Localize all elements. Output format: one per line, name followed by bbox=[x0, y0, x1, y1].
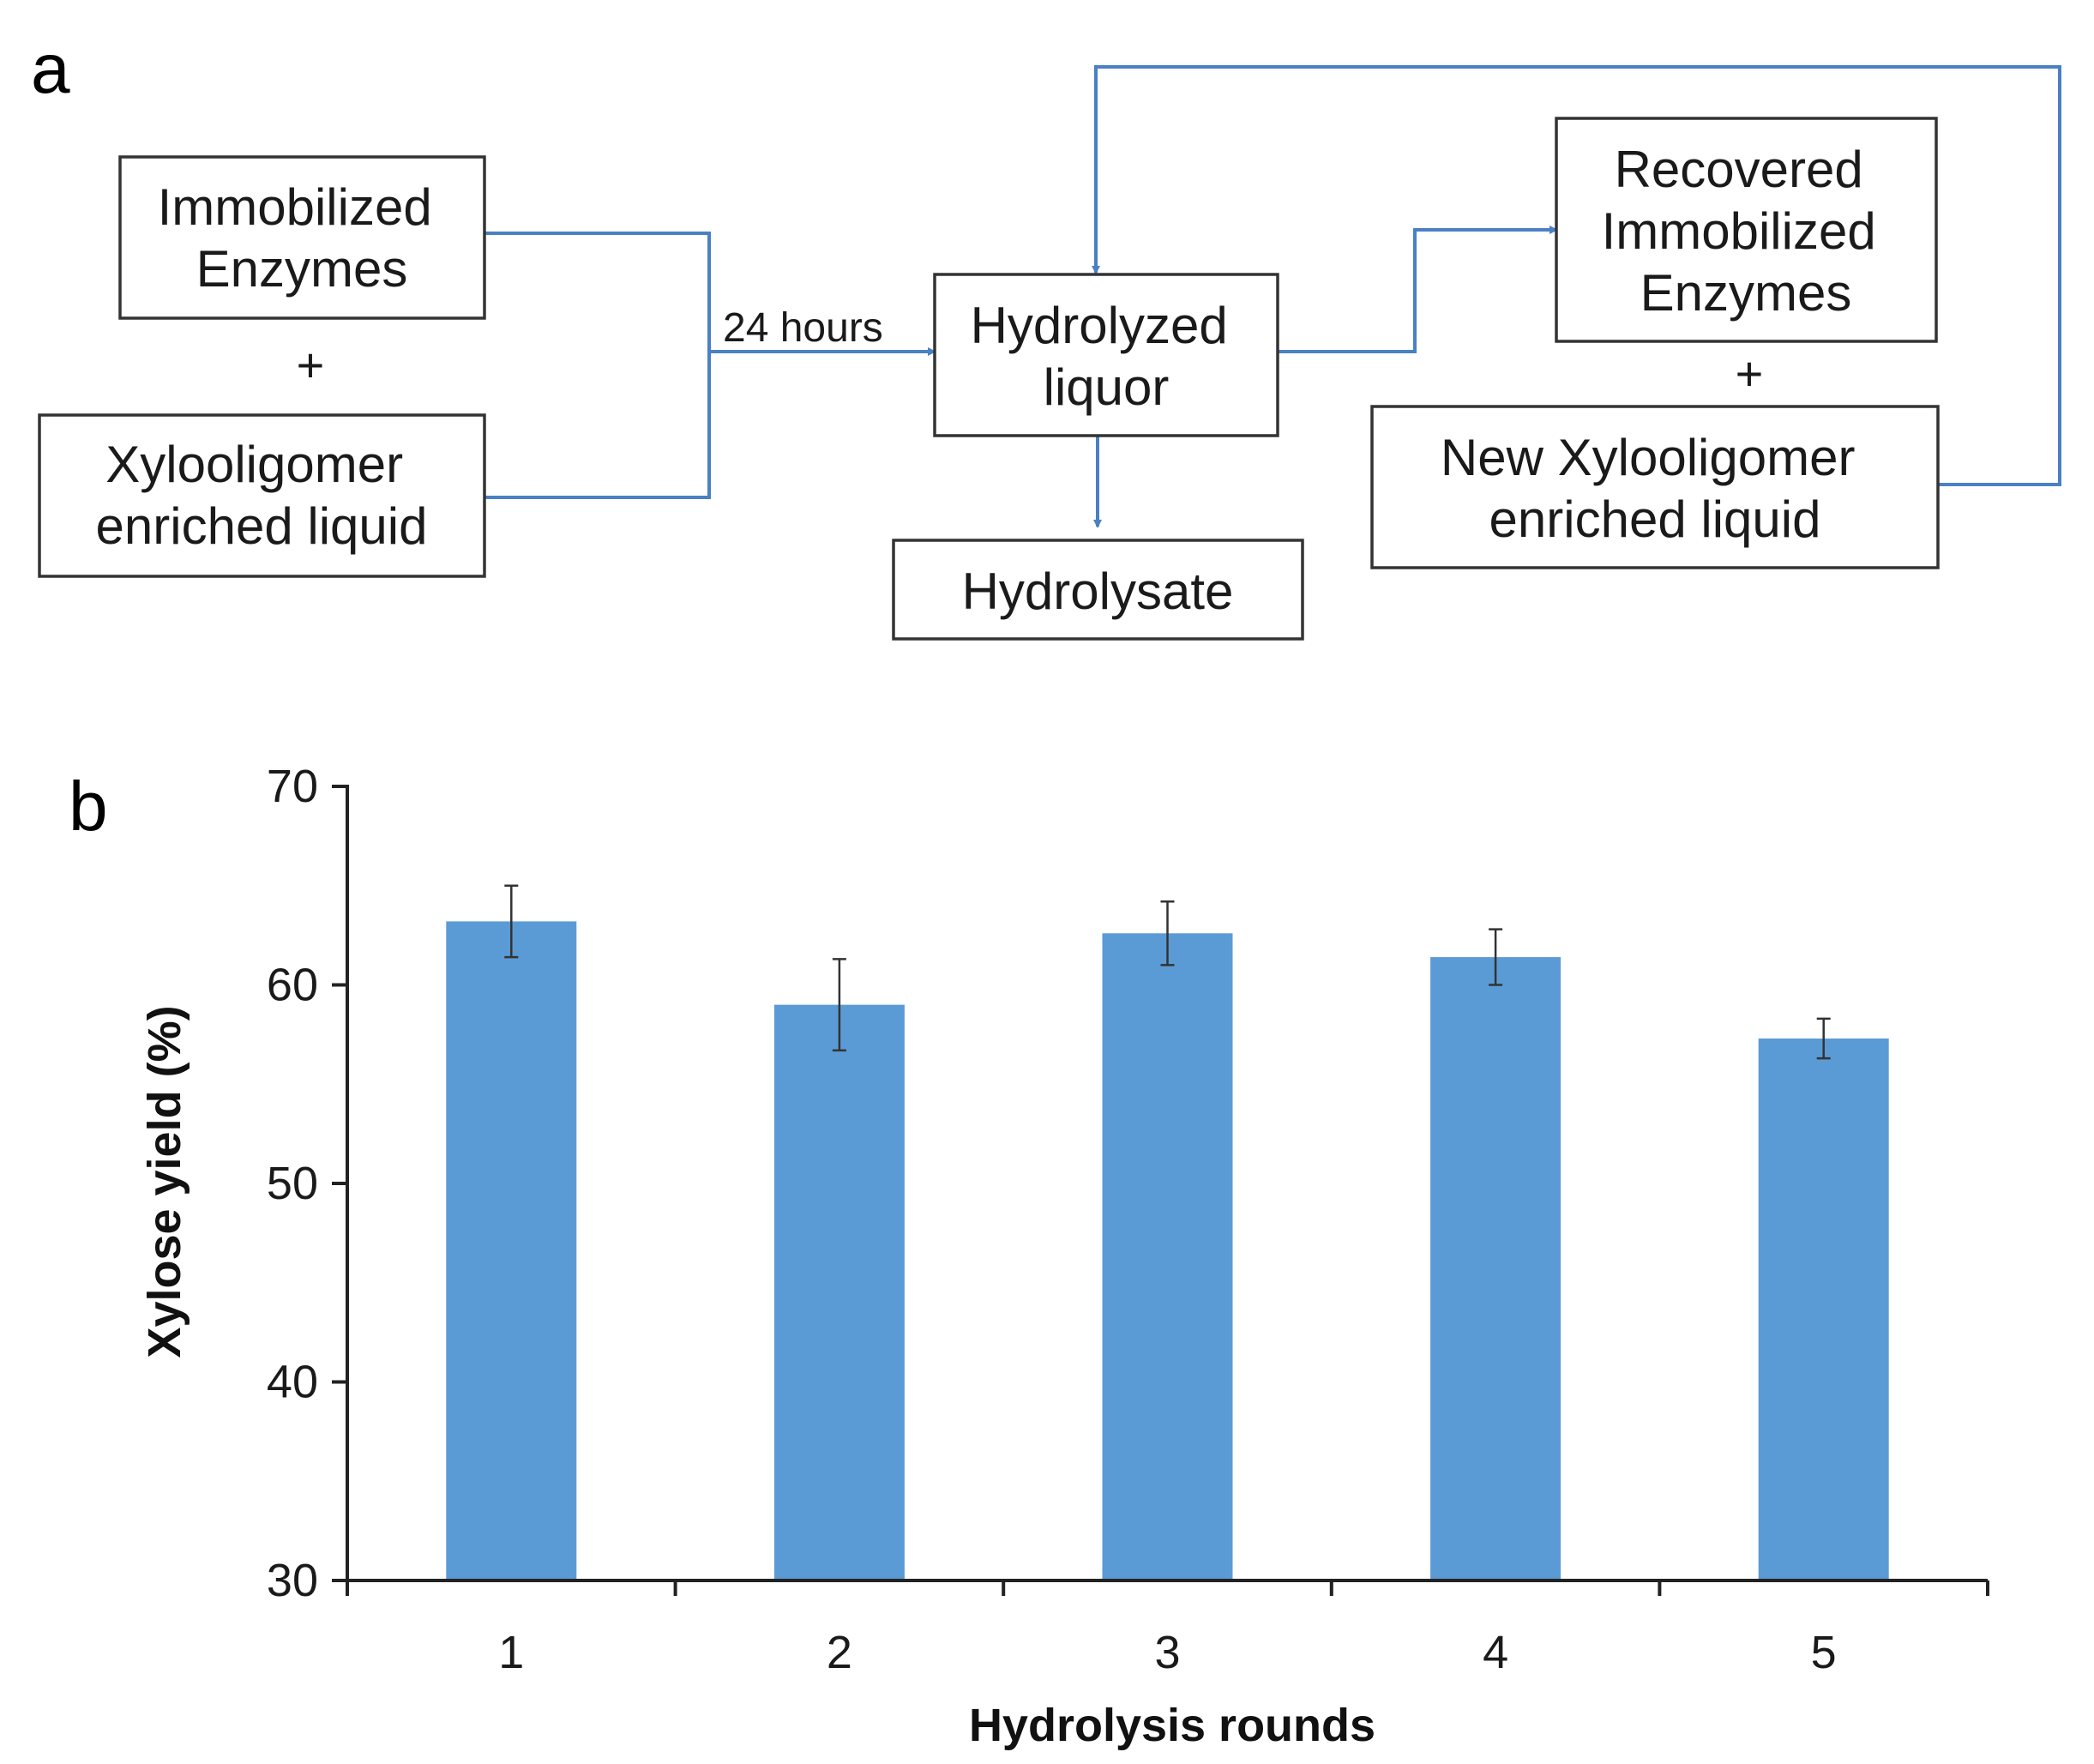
box-xylo-line1: Xylooligomer bbox=[105, 436, 403, 493]
bar-round-1 bbox=[446, 921, 577, 1580]
x-tick-label: 1 bbox=[498, 1627, 524, 1678]
step-label-24-hours: 24 hours bbox=[723, 305, 883, 351]
x-tick-label: 3 bbox=[1154, 1627, 1180, 1678]
box-new-xylo-line2: enriched liquid bbox=[1489, 491, 1821, 548]
y-tick-label: 30 bbox=[267, 1555, 318, 1606]
bar-round-2 bbox=[773, 1004, 905, 1580]
x-axis-title: Hydrolysis rounds bbox=[969, 1700, 1375, 1751]
box-immobilized-enzymes: Immobilized Enzymes bbox=[118, 155, 486, 320]
box-xylo-line2: enriched liquid bbox=[96, 497, 428, 555]
box-hydrolysate-line1: Hydrolysate bbox=[962, 563, 1234, 620]
box-hydrolyzed-line2: liquor bbox=[1044, 358, 1170, 416]
box-new-xylo-line1: New Xylooligomer bbox=[1441, 429, 1856, 486]
svg-text:New Xylooligomer enriche: New Xylooligomer enriched liquid bbox=[1441, 429, 1869, 548]
x-tick-label: 4 bbox=[1483, 1627, 1508, 1678]
flow-xylo-to-junction bbox=[484, 352, 711, 499]
y-tick-label: 60 bbox=[267, 960, 318, 1011]
bar-round-4 bbox=[1430, 957, 1561, 1580]
box-recovered-line2: Immobilized bbox=[1602, 202, 1876, 260]
x-tick-label: 2 bbox=[827, 1627, 852, 1678]
flow-arrows bbox=[484, 65, 2061, 528]
panel-b-label: b bbox=[69, 768, 108, 846]
flow-recycle-loop bbox=[1092, 65, 2061, 486]
y-tick-label: 50 bbox=[267, 1158, 318, 1209]
box-recovered-line3: Enzymes bbox=[1640, 264, 1852, 322]
y-tick-label: 40 bbox=[267, 1357, 318, 1408]
bar-round-5 bbox=[1758, 1039, 1889, 1580]
box-hydrolysate: Hydrolysate bbox=[892, 539, 1304, 641]
svg-text:Xylooligomer enriched li: Xylooligomer enriched liquid bbox=[96, 436, 428, 555]
y-axis-title: Xylose yield (%) bbox=[139, 1005, 190, 1358]
box-immobilized-line1: Immobilized bbox=[158, 178, 432, 236]
svg-text:Hydrolyzed liquor: Hydrolyzed liquor bbox=[971, 297, 1243, 416]
plus-sign-right: + bbox=[1736, 346, 1764, 400]
x-tick-label: 5 bbox=[1811, 1627, 1837, 1678]
box-recovered-enzymes: Recovered Immobilized Enzymes bbox=[1555, 117, 1938, 343]
bar-chart: 30 40 50 60 70 1 2 3 4 5 bbox=[267, 761, 1989, 1678]
box-hydrolyzed-liquor: Hydrolyzed liquor bbox=[933, 273, 1279, 437]
flow-enzymes-to-junction bbox=[484, 232, 711, 352]
panel-a-label: a bbox=[31, 30, 70, 108]
bar-round-3 bbox=[1102, 933, 1233, 1580]
y-tick-label: 70 bbox=[267, 761, 318, 812]
svg-text:Recovered Immobilized: Recovered Immobilized Enzymes bbox=[1602, 141, 1891, 322]
box-immobilized-line2: Enzymes bbox=[196, 240, 408, 298]
svg-text:Immobilized Enzymes: Immobilized Enzymes bbox=[158, 178, 447, 298]
box-hydrolyzed-line1: Hydrolyzed bbox=[971, 297, 1228, 354]
plus-sign-left: + bbox=[297, 338, 325, 392]
box-recovered-line1: Recovered bbox=[1615, 141, 1863, 198]
box-new-xylooligomer-liquid: New Xylooligomer enriched liquid bbox=[1370, 405, 1940, 569]
box-xylooligomer-liquid: Xylooligomer enriched liquid bbox=[38, 413, 486, 578]
flow-liquor-to-recovered bbox=[1278, 226, 1558, 353]
